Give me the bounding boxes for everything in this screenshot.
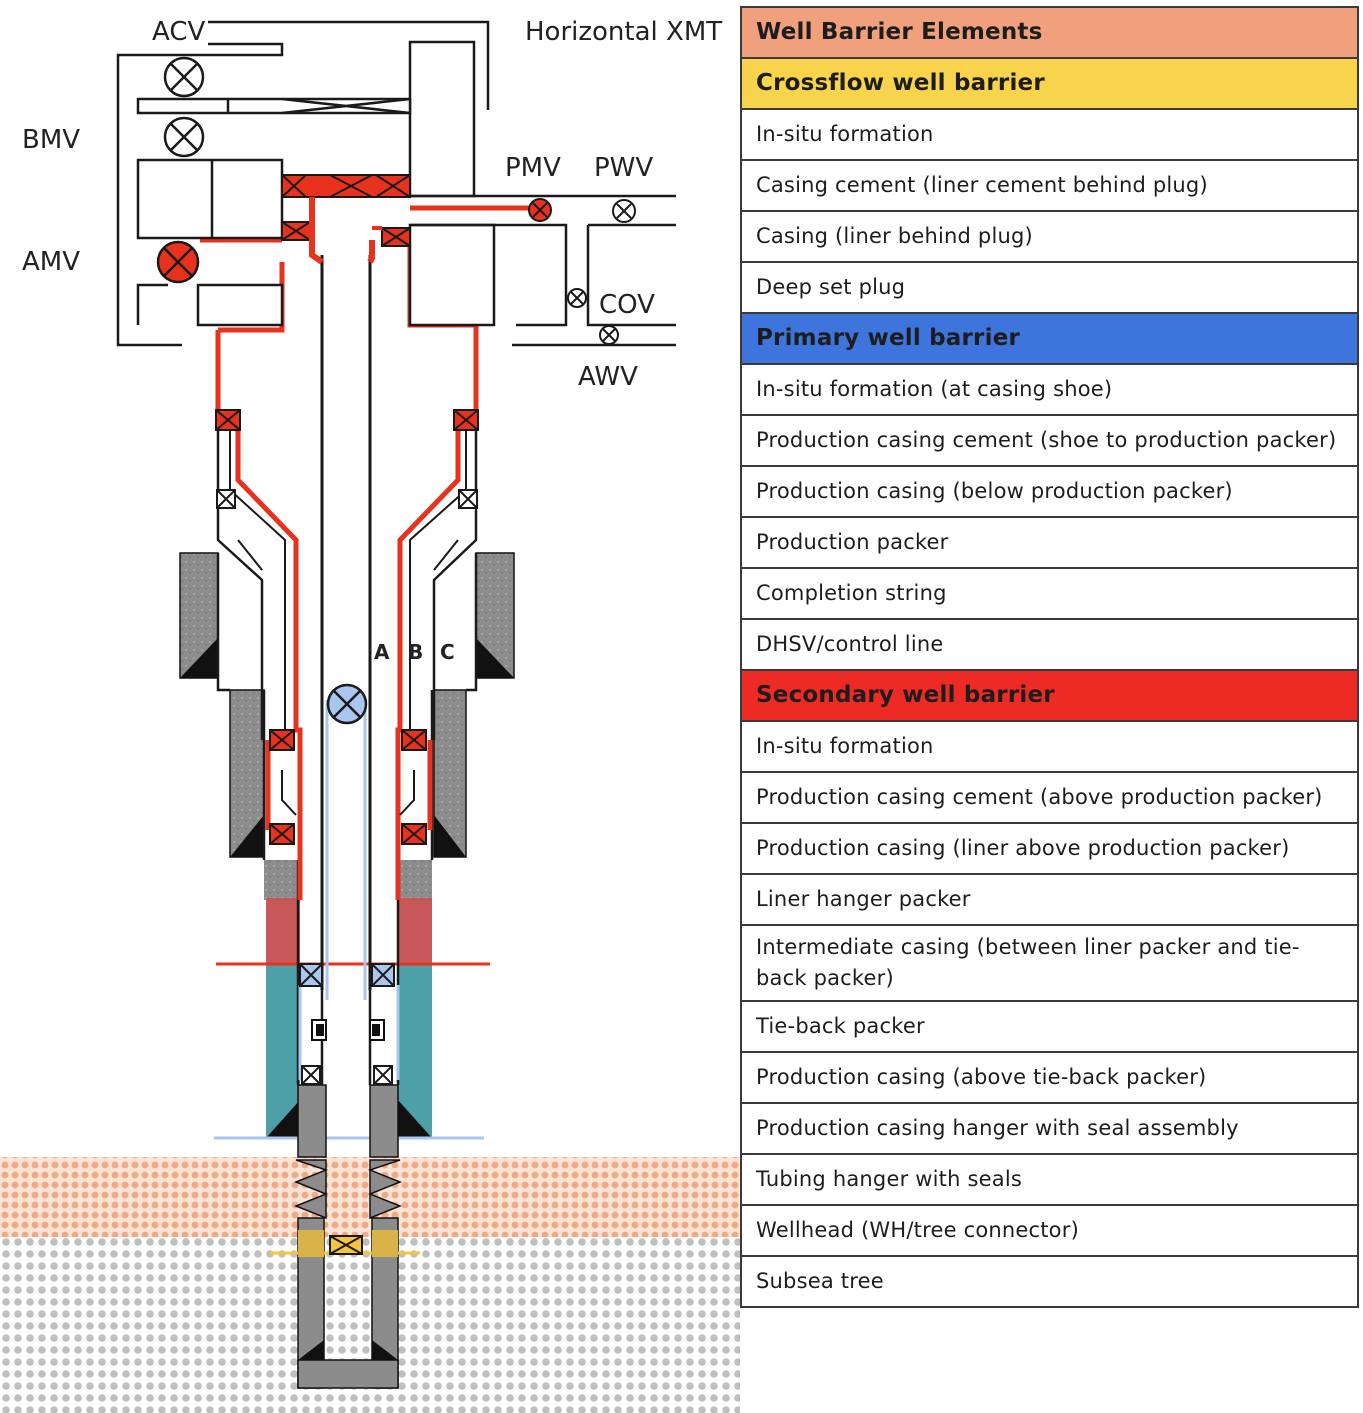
secondary-barrier-inner (229, 430, 467, 816)
table-row: Subsea tree (740, 1255, 1359, 1308)
well-barrier-schematic: ACV BMV AMV PMV PWV COV AWV Horizontal X… (0, 17, 740, 1413)
horizontal-xmt (116, 20, 676, 347)
table-row: Wellhead (WH/tree connector) (740, 1204, 1359, 1257)
label-annulus-b: B (408, 640, 423, 664)
label-horizontal-xmt: Horizontal XMT (525, 17, 722, 47)
table-row: Production casing cement (shoe to produc… (740, 414, 1359, 467)
label-acv: ACV (152, 17, 205, 47)
table-row: In-situ formation (740, 108, 1359, 161)
cov-valve (567, 288, 587, 308)
amv-valve (156, 240, 200, 284)
table-row: In-situ formation (740, 720, 1359, 773)
table-row: Completion string (740, 567, 1359, 620)
deep-set-plug (270, 1230, 420, 1257)
pmv-valve (528, 198, 552, 222)
acv-valve (163, 56, 205, 98)
xmt-red-paths (281, 174, 530, 265)
table-row: DHSV/control line (740, 618, 1359, 671)
label-pwv: PWV (594, 153, 653, 183)
pwv-valve (612, 199, 636, 223)
group-header-primary: Primary well barrier (740, 312, 1359, 365)
table-title: Well Barrier Elements (740, 6, 1359, 59)
table-row: Production casing cement (above producti… (740, 771, 1359, 824)
well-barrier-elements-table: Well Barrier Elements Crossflow well bar… (740, 6, 1359, 1308)
label-amv: AMV (22, 247, 80, 277)
label-annulus-c: C (440, 640, 455, 664)
table-row: Production casing hanger with seal assem… (740, 1102, 1359, 1155)
table-row: Production casing (liner above productio… (740, 822, 1359, 875)
intermediate-casing-cement (229, 689, 467, 858)
table-row: Production casing (below production pack… (740, 465, 1359, 518)
awv-valve (599, 325, 619, 345)
table-row: Casing (liner behind plug) (740, 210, 1359, 263)
group-header-secondary: Secondary well barrier (740, 669, 1359, 722)
label-bmv: BMV (22, 125, 80, 155)
surface-casing-cement (179, 552, 515, 679)
table-row: Liner hanger packer (740, 873, 1359, 926)
table-row: In-situ formation (at casing shoe) (740, 363, 1359, 416)
label-cov: COV (599, 290, 655, 320)
completion-string (298, 255, 400, 1085)
table-row: Production packer (740, 516, 1359, 569)
label-annulus-a: A (374, 640, 390, 664)
table-row: Deep set plug (740, 261, 1359, 314)
table-row: Intermediate casing (between liner packe… (740, 924, 1359, 1002)
table-row: Casing cement (liner cement behind plug) (740, 159, 1359, 212)
label-pmv: PMV (505, 153, 561, 183)
dhsv-valve (326, 683, 368, 725)
label-awv: AWV (578, 362, 638, 392)
table-row: Production casing (above tie-back packer… (740, 1051, 1359, 1104)
table-row: Tie-back packer (740, 1000, 1359, 1053)
bmv-valve (163, 116, 205, 158)
group-header-crossflow: Crossflow well barrier (740, 57, 1359, 110)
production-liner-cement (264, 860, 432, 1138)
table-row: Tubing hanger with seals (740, 1153, 1359, 1206)
